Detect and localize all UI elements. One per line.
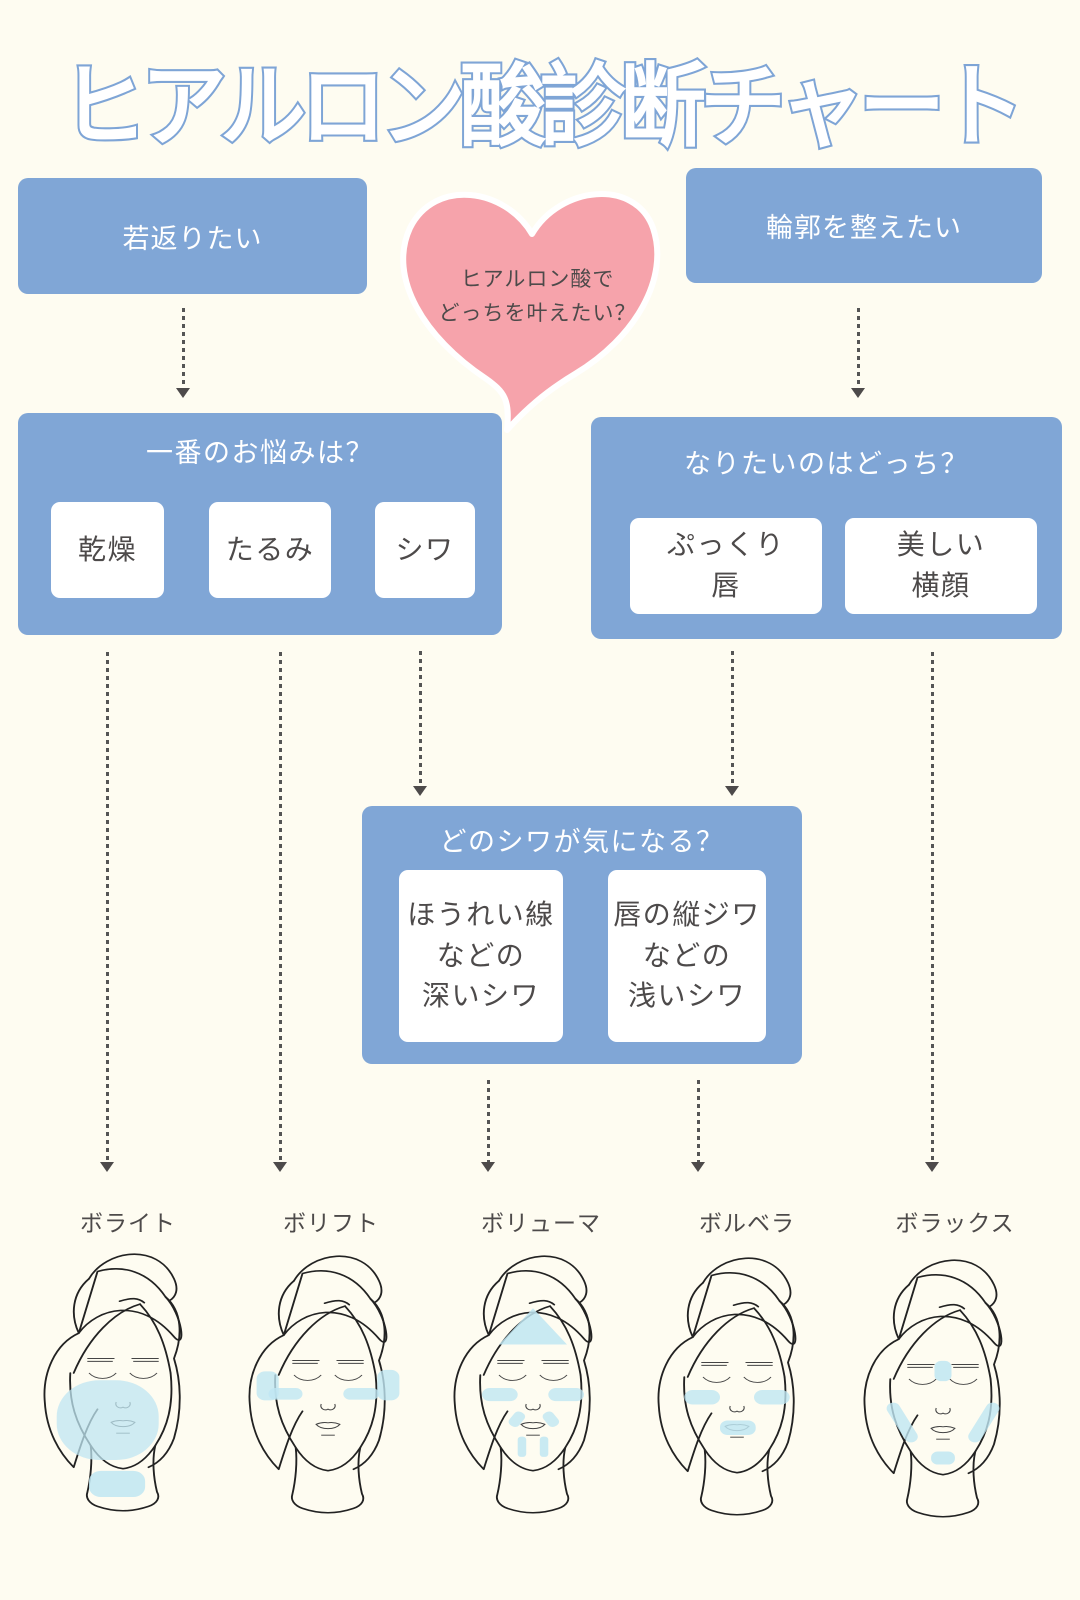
arrow-down-icon <box>273 1162 287 1172</box>
arrow-line <box>106 652 109 1162</box>
wrinkle-question-title: どのシワが気になる？ <box>439 827 725 858</box>
option-line: 横顔 <box>911 569 971 602</box>
heart-text-line1: ヒアルロン酸で <box>460 267 615 291</box>
option-line: 美しい <box>896 528 986 562</box>
product-label-volbella: ボルベラ <box>699 1211 795 1237</box>
arrow-line <box>487 1080 490 1162</box>
arrow-down-icon <box>725 786 739 796</box>
product-label-volift: ボリフト <box>283 1211 379 1237</box>
option-line: 浅いシワ <box>627 979 746 1013</box>
option-line: 唇の縦ジワ <box>613 898 761 932</box>
worry-question-title: 一番のお悩みは？ <box>146 438 374 469</box>
option-shallow-wrinkles[interactable]: 唇の縦ジワ などの 浅いシワ <box>608 870 766 1042</box>
heart-speech-bubble <box>400 191 661 433</box>
option-deep-wrinkles[interactable]: ほうれい線 などの 深いシワ <box>399 870 563 1042</box>
worry-question-box: 一番のお悩みは？ 乾燥 たるみ シワ <box>18 413 502 635</box>
arrow-line <box>931 652 934 1162</box>
arrow-down-icon <box>851 388 865 398</box>
arrow-line <box>419 651 422 786</box>
option-line: などの <box>642 938 732 972</box>
ideal-question-title: なりたいのはどっち？ <box>684 449 969 480</box>
option-line: 深いシワ <box>421 979 540 1013</box>
face-illustration-lower-face-and-neck <box>43 1253 183 1512</box>
heart-text-line2: どっちを叶えたい？ <box>438 301 637 325</box>
face-illustration-under-eye-and-lips <box>657 1257 797 1516</box>
option-line: ほうれい線 <box>407 898 555 932</box>
option-dryness[interactable]: 乾燥 <box>51 502 164 598</box>
heart-question: ヒアルロン酸で どっちを叶えたい？ <box>415 262 660 330</box>
goal-rejuvenate-box[interactable]: 若返りたい <box>18 178 367 294</box>
face-illustration-cheeks-and-temples <box>248 1255 400 1514</box>
option-plump-lips[interactable]: ぷっくり 唇 <box>630 518 822 614</box>
page-title: ヒアルロン酸診断チャート <box>59 52 1027 161</box>
option-beautiful-profile[interactable]: 美しい 横顔 <box>845 518 1037 614</box>
arrow-down-icon <box>100 1162 114 1172</box>
product-label-volux: ボラックス <box>895 1211 1015 1237</box>
option-line: ぷっくり <box>666 528 785 562</box>
ideal-question-box: なりたいのはどっち？ ぷっくり 唇 美しい 横顔 <box>591 417 1062 639</box>
face-illustration-glabella-jawline-chin <box>863 1259 1003 1518</box>
arrow-down-icon <box>176 388 190 398</box>
arrow-line <box>731 651 734 786</box>
face-illustration-forehead-cheeks-nasolabial-chin <box>453 1255 593 1514</box>
product-label-voluma: ボリューマ <box>481 1211 601 1237</box>
heart-shape <box>400 191 661 433</box>
arrow-line <box>857 308 860 388</box>
arrow-down-icon <box>691 1162 705 1172</box>
option-sagging[interactable]: たるみ <box>209 502 331 598</box>
product-label-volite: ボライト <box>80 1211 176 1237</box>
arrow-line <box>279 652 282 1162</box>
wrinkle-question-box: どのシワが気になる？ ほうれい線 などの 深いシワ 唇の縦ジワ などの 浅いシワ <box>362 806 802 1064</box>
arrow-down-icon <box>925 1162 939 1172</box>
goal-contour-box[interactable]: 輪郭を整えたい <box>686 168 1042 283</box>
option-line: などの <box>436 938 526 972</box>
arrow-down-icon <box>413 786 427 796</box>
option-line: 唇 <box>711 569 741 602</box>
arrow-line <box>182 308 185 388</box>
arrow-down-icon <box>481 1162 495 1172</box>
arrow-line <box>697 1080 700 1162</box>
option-wrinkles[interactable]: シワ <box>375 502 475 598</box>
